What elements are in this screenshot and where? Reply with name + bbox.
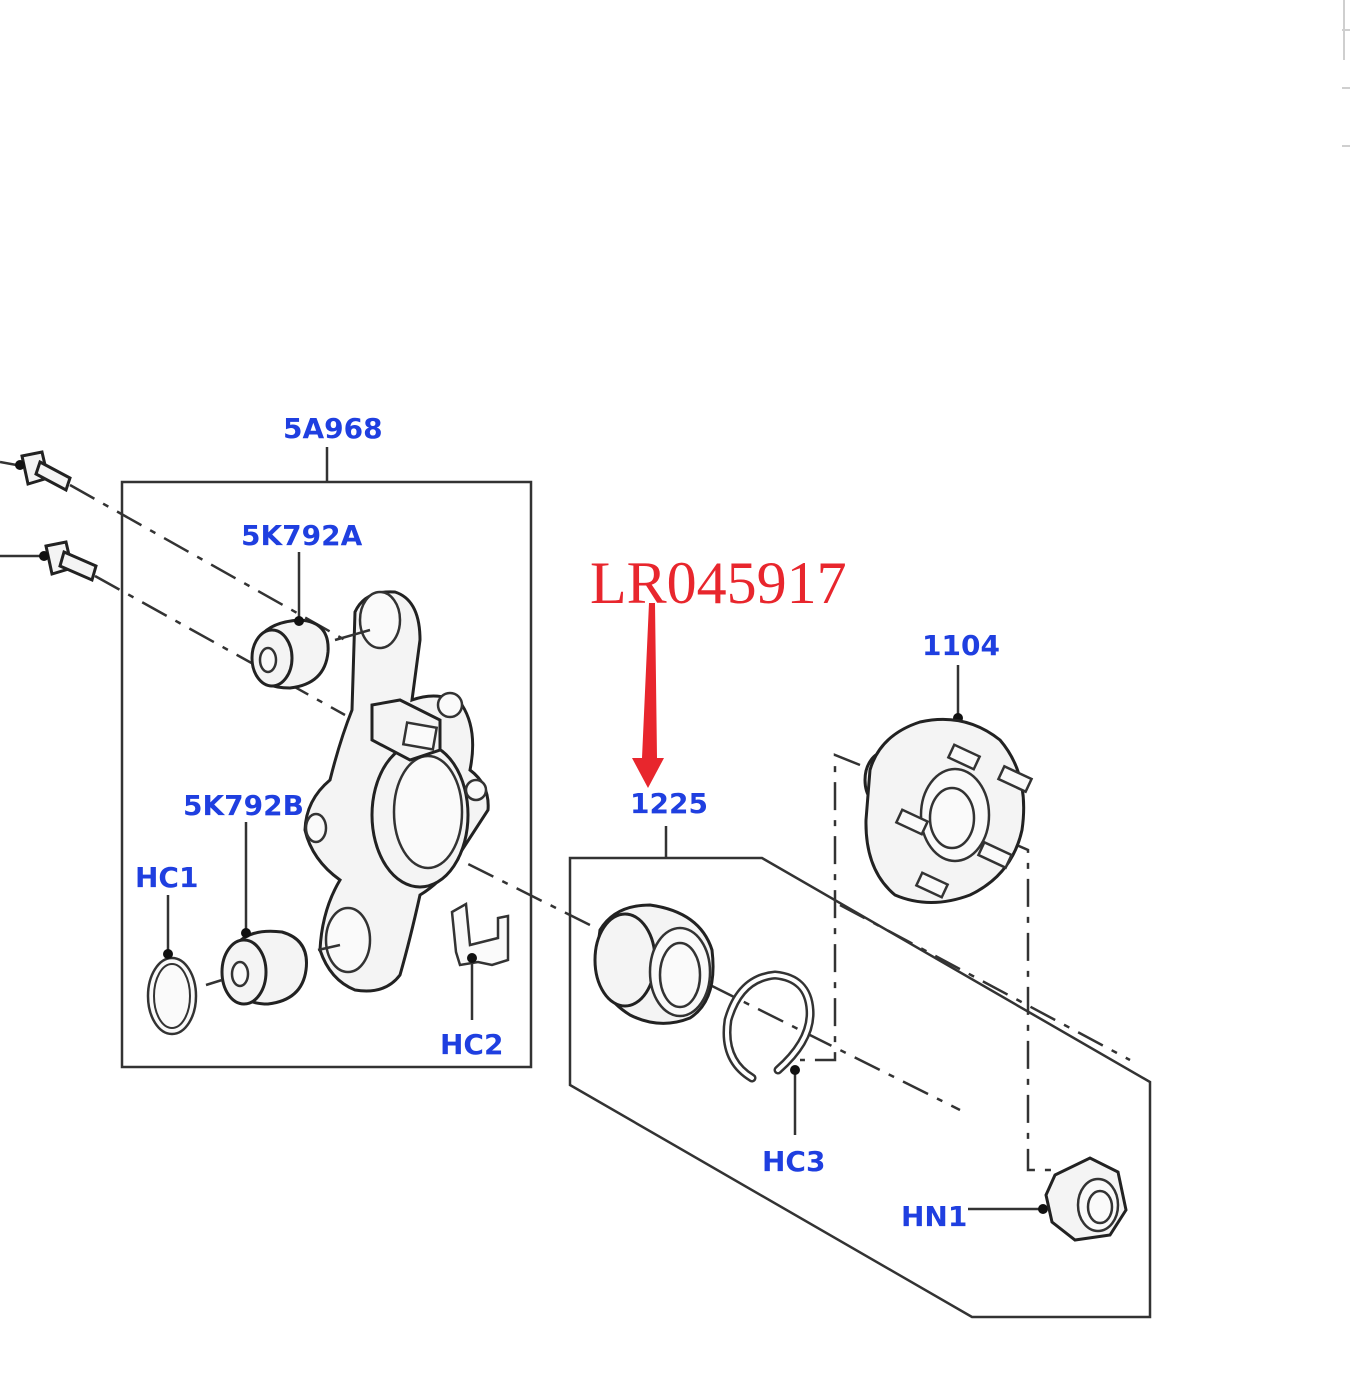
- callout-HC3: HC3: [762, 1145, 825, 1178]
- highlight-arrow: [632, 603, 664, 788]
- callout-HN1: HN1: [901, 1200, 967, 1233]
- upper-bush-5K792A: [250, 552, 330, 690]
- snap-ring-HC3: [722, 970, 815, 1135]
- callout-5A968: 5A968: [283, 412, 383, 445]
- knuckle-bolt-upper: [0, 450, 72, 493]
- knuckle-group-frame: [120, 447, 533, 1069]
- callout-5K792B: 5K792B: [183, 789, 304, 822]
- seal-ring-HC1: [146, 895, 198, 1036]
- callout-HC2: HC2: [440, 1028, 503, 1061]
- lower-bush-5K792B: [205, 822, 308, 1006]
- rear-knuckle-body: [303, 590, 490, 993]
- edge-marks: [1342, 0, 1350, 147]
- wheel-bearing-1225: [593, 903, 715, 1025]
- knuckle-bolt-lower: [0, 540, 98, 583]
- callout-HC1: HC1: [135, 861, 198, 894]
- clip-HC2: [450, 901, 510, 1020]
- bearing-kit-frame: [568, 826, 1152, 1319]
- wheel-hub-1104: [863, 665, 1034, 904]
- hub-studs: [894, 743, 1034, 899]
- hub-nut-HN1: [968, 1156, 1128, 1242]
- callout-1104: 1104: [922, 629, 1000, 662]
- highlight-part-number: LR045917: [590, 550, 847, 616]
- callout-5K792A: 5K792A: [241, 519, 363, 552]
- callout-1225: 1225: [630, 787, 708, 820]
